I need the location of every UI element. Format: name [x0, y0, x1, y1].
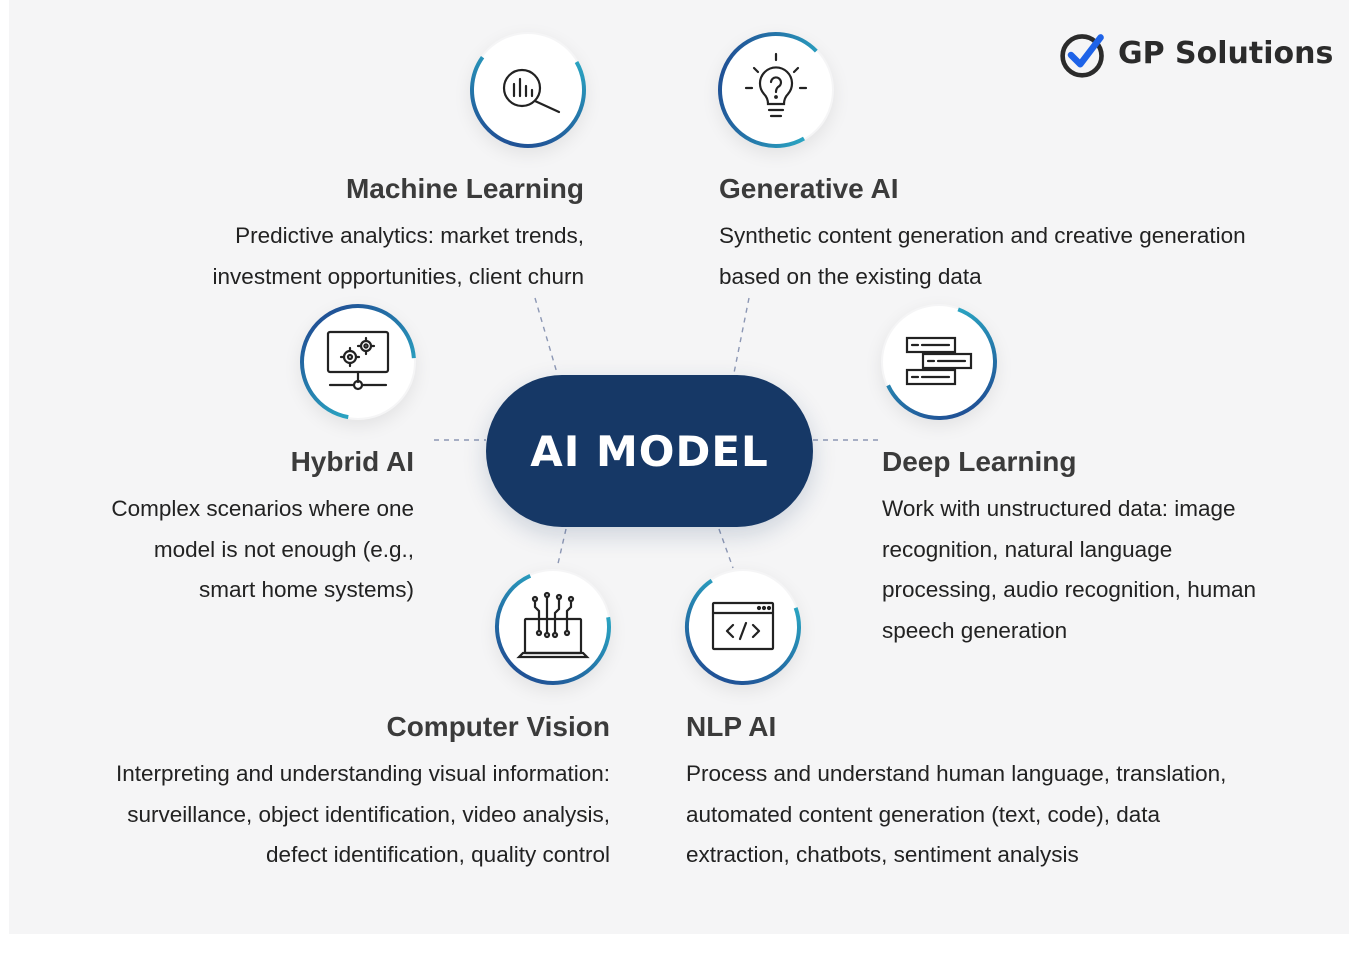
- hybrid-ai-desc: Complex scenarios where one model is not…: [111, 496, 414, 602]
- deep-learning-desc: Work with unstructured data: image recog…: [882, 496, 1256, 643]
- machine-learning-title: Machine Learning: [345, 173, 584, 204]
- machine-learning-badge: [470, 31, 586, 148]
- laptop-circuit-icon: [516, 591, 590, 659]
- computer-vision-badge: [495, 569, 611, 685]
- stacked-layers-icon: [905, 336, 973, 386]
- hybrid-ai-title: Hybrid AI: [290, 446, 414, 477]
- generative-ai-badge: [718, 31, 834, 148]
- hybrid-ai-badge: [300, 304, 416, 420]
- computer-vision-title: Computer Vision: [386, 711, 610, 742]
- magnifier-chart-icon: [502, 68, 561, 114]
- connector-nlp-ai: [718, 528, 734, 569]
- nlp-ai-desc: Process and understand human language, t…: [686, 761, 1227, 867]
- nlp-ai-title: NLP AI: [686, 711, 777, 742]
- code-window-icon: [711, 601, 775, 651]
- deep-learning-title: Deep Learning: [882, 446, 1077, 477]
- ai-model-hub: AI MODEL: [486, 375, 813, 527]
- monitor-gears-icon: [326, 330, 390, 391]
- hub-label: AI MODEL: [530, 426, 769, 476]
- brand-name: GP Solutions: [1118, 36, 1334, 71]
- machine-learning-desc: Predictive analytics: market trends, inv…: [212, 223, 584, 289]
- connector-machine-learning: [534, 297, 558, 374]
- lightbulb-question-icon: [744, 52, 808, 118]
- computer-vision-desc: Interpreting and understanding visual in…: [115, 761, 610, 867]
- deep-learning-badge: [881, 304, 997, 420]
- connector-generative-ai: [733, 297, 750, 374]
- checkmark-circle-icon: [1060, 34, 1104, 78]
- nlp-ai-badge: [685, 569, 801, 685]
- generative-ai-desc: Synthetic content generation and creativ…: [719, 223, 1246, 289]
- generative-ai-title: Generative AI: [719, 173, 899, 204]
- connector-computer-vision: [556, 528, 567, 569]
